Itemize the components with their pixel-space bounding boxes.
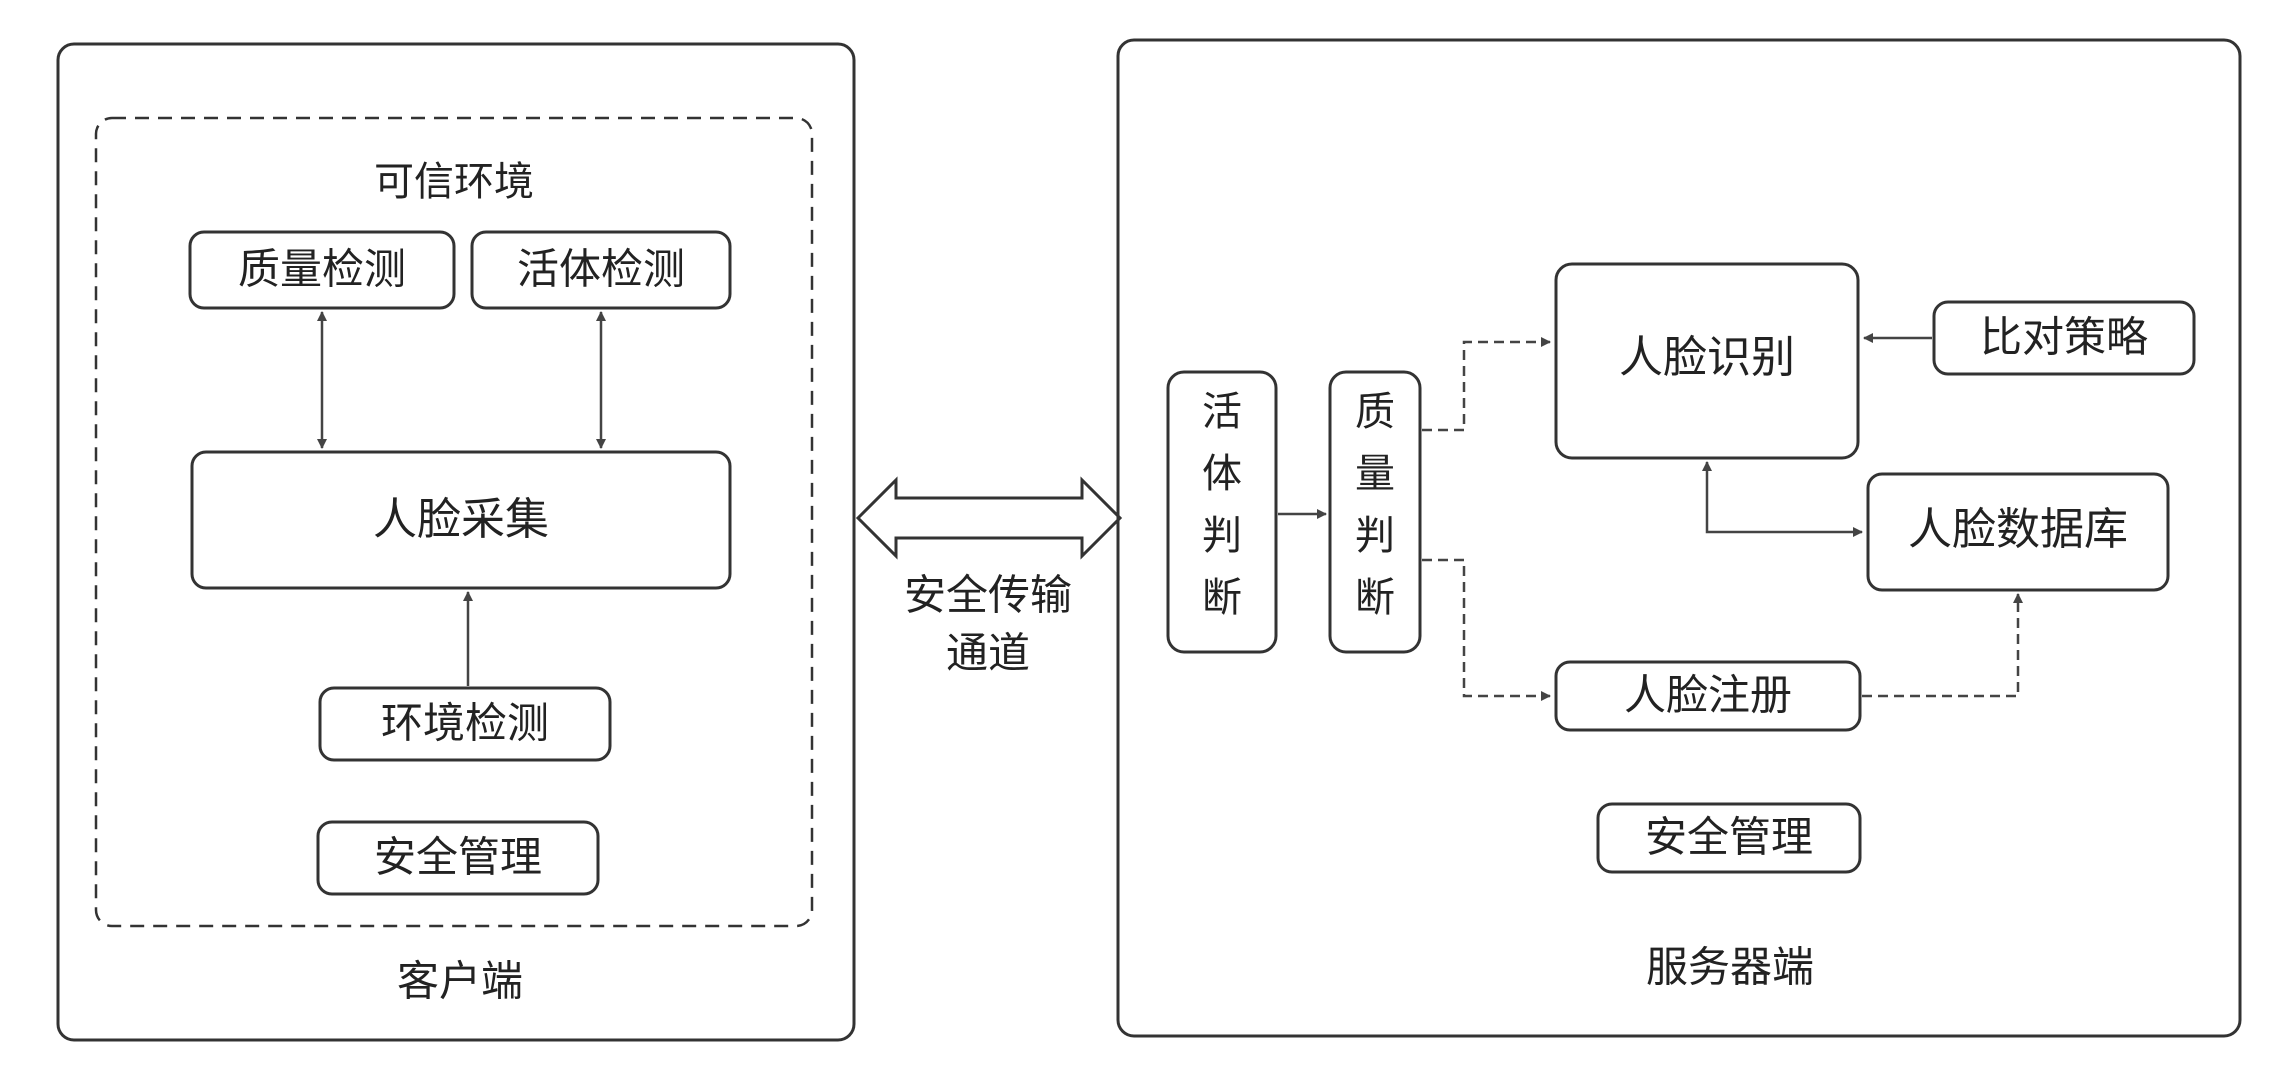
face-recognition-node: 人脸识别 [1554,262,1860,460]
client-frame [56,42,856,1042]
face-database-label: 人脸数据库 [1908,504,2128,555]
liveness-check-node: 活体检测 [470,230,732,310]
client-label: 客户端 [397,957,523,1006]
quality-judge-char: 质 [1355,389,1395,435]
quality-judge-char: 断 [1355,575,1395,621]
environment-check-label: 环境检测 [381,699,549,748]
face-database-node: 人脸数据库 [1866,472,2170,592]
face-register-label: 人脸注册 [1624,671,1792,720]
client-security-management-node: 安全管理 [316,820,600,896]
secure-channel-label-line1: 安全传输 [904,571,1072,620]
arrow-quality-recognition [1422,337,1551,432]
secure-channel-arrow [855,476,1123,560]
face-register-node: 人脸注册 [1554,660,1862,732]
quality-judge-node: 质 量 判 断 [1328,370,1422,654]
arrow-quality-register [1422,558,1551,701]
liveness-check-label: 活体检测 [517,245,685,294]
quality-judge-char: 判 [1355,513,1395,559]
secure-channel-label-line2: 通道 [946,629,1030,678]
client-security-management-label: 安全管理 [374,833,542,882]
arrow-register-database [1862,593,2023,698]
face-capture-label: 人脸采集 [373,494,549,545]
quality-judge-char: 量 [1355,451,1395,497]
liveness-judge-char: 断 [1202,575,1242,621]
server-frame [1116,38,2242,1038]
face-recognition-label: 人脸识别 [1619,332,1795,383]
server-security-management-node: 安全管理 [1596,802,1862,874]
server-label: 服务器端 [1646,943,1814,992]
liveness-judge-node: 活 体 判 断 [1166,370,1278,654]
quality-check-label: 质量检测 [238,245,406,294]
compare-strategy-node: 比对策略 [1932,300,2196,376]
face-capture-node: 人脸采集 [190,450,732,590]
trusted-environment-frame [94,116,814,928]
arrow-recognition-database [1702,461,1863,537]
liveness-judge-char: 体 [1202,451,1242,497]
environment-check-node: 环境检测 [318,686,612,762]
liveness-judge-char: 活 [1202,389,1242,435]
liveness-judge-char: 判 [1202,513,1242,559]
compare-strategy-label: 比对策略 [1980,313,2148,362]
server-security-management-label: 安全管理 [1645,813,1813,862]
quality-check-node: 质量检测 [188,230,456,310]
trusted-environment-label: 可信环境 [374,159,534,205]
